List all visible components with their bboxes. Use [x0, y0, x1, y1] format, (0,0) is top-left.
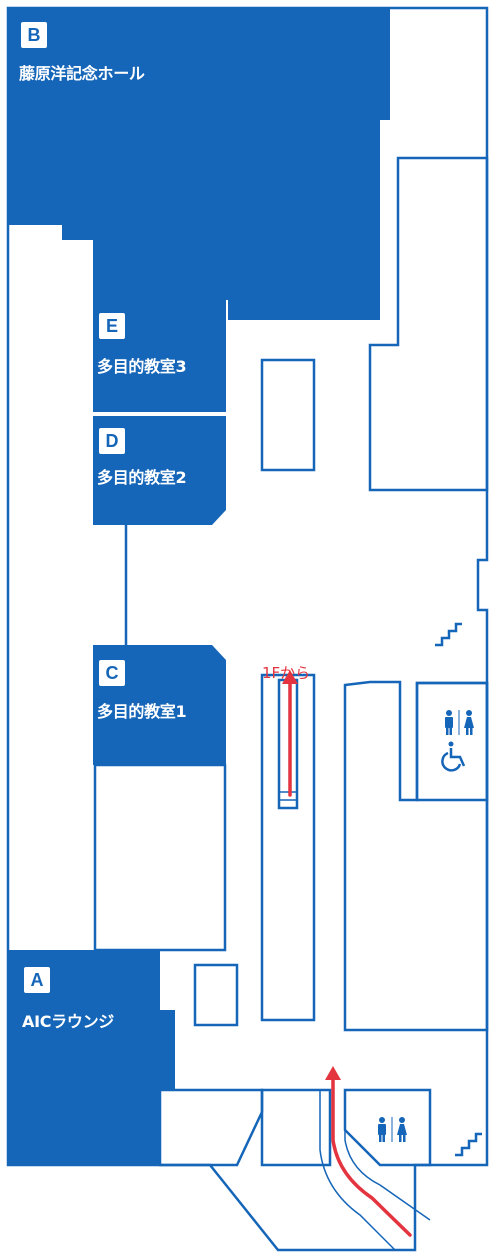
restroom-icon — [378, 1117, 407, 1142]
restroom-icon — [445, 710, 474, 735]
unlabeled-room — [93, 763, 227, 952]
stairs-icon — [455, 1132, 482, 1157]
room-a-badge: A — [24, 967, 50, 993]
room-d-badge: D — [99, 428, 125, 454]
room-c-shape — [93, 645, 226, 765]
room-b-badge: B — [21, 22, 47, 48]
lower-left-room — [158, 1088, 264, 1167]
route-arrow-entrance-icon — [325, 1066, 341, 1080]
room-b-name[interactable]: 藤原洋記念ホール — [19, 64, 145, 83]
room-c-name[interactable]: 多目的教室1 — [97, 702, 187, 721]
escalator-label: 1Fから — [262, 664, 311, 682]
room-a-name[interactable]: AICラウンジ — [22, 1012, 114, 1031]
room-d-shape — [93, 416, 226, 525]
room-e-badge: E — [99, 313, 125, 339]
escalator-steps — [277, 678, 299, 810]
escalator-well — [260, 673, 316, 1022]
room-e-name[interactable]: 多目的教室3 — [97, 357, 187, 376]
route-arrow-up-icon — [282, 670, 298, 684]
lower-center-corridor — [260, 1088, 332, 1167]
restroom-block-upper — [415, 681, 489, 802]
entrance-route-line — [331, 1073, 412, 1237]
room-b-shape — [8, 8, 390, 320]
stairs-icon — [435, 622, 462, 647]
storage-box — [193, 963, 239, 1027]
room-a-shape — [8, 950, 175, 1165]
right-upper-room — [368, 156, 489, 492]
center-upper-box — [260, 358, 316, 472]
lower-right-room — [343, 1088, 432, 1167]
room-c-badge: C — [99, 660, 125, 686]
wheelchair-icon — [441, 741, 466, 772]
room-d-name[interactable]: 多目的教室2 — [97, 468, 187, 487]
